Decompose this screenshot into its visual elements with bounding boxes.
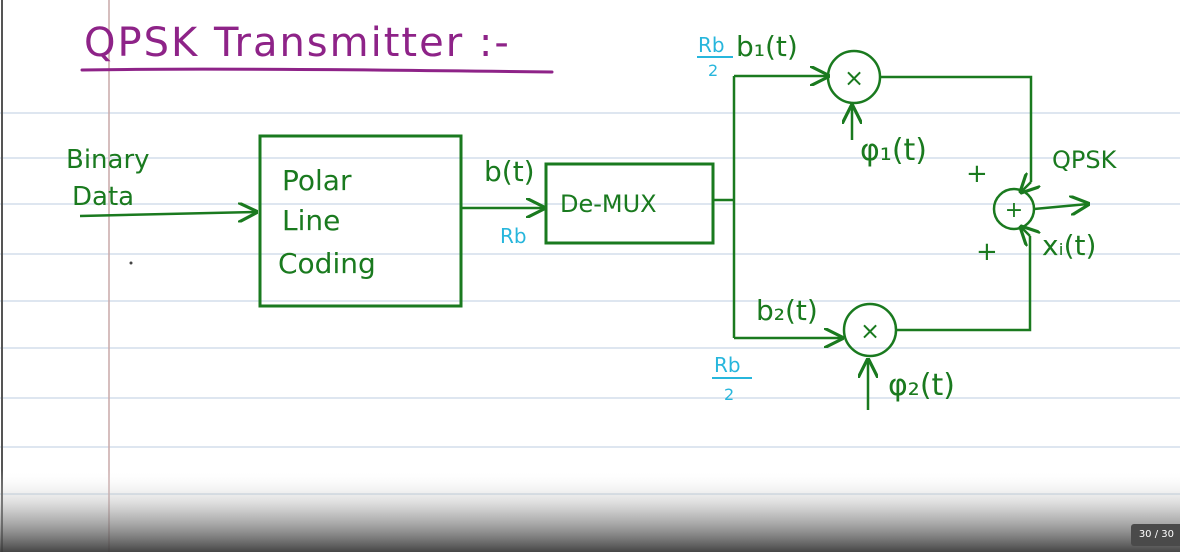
bitstream-signal-label: b(t) bbox=[484, 155, 535, 188]
upper-multiplier-symbol: × bbox=[844, 64, 864, 92]
page-counter: 30 / 30 bbox=[1130, 524, 1180, 546]
lower-carrier-label: φ₂(t) bbox=[888, 368, 955, 403]
input-label-line1: Binary bbox=[66, 145, 150, 175]
output-signal-label: xᵢ(t) bbox=[1042, 229, 1096, 262]
bitstream-rate-label: Rb bbox=[500, 224, 527, 248]
video-footer-shade bbox=[0, 470, 1180, 552]
output-arrow bbox=[1033, 204, 1088, 209]
stray-dot bbox=[129, 261, 133, 265]
lower-sum-sign: + bbox=[976, 237, 998, 267]
demux-label: De-MUX bbox=[560, 190, 657, 218]
demux-block bbox=[544, 162, 715, 245]
lower-multiplier-symbol: × bbox=[860, 317, 880, 345]
upper-sum-sign: + bbox=[966, 159, 988, 189]
lower-to-adder-wire bbox=[896, 236, 1032, 332]
input-arrow bbox=[79, 212, 256, 216]
upper-rate-numerator: Rb bbox=[698, 33, 725, 57]
upper-signal-label: b₁(t) bbox=[736, 30, 798, 63]
encoder-label-line1: Polar bbox=[282, 164, 352, 197]
ruled-lines bbox=[0, 112, 1180, 495]
polar-line-coding-block bbox=[258, 134, 463, 308]
adder-symbol: + bbox=[1005, 198, 1023, 223]
upper-rate-denominator: 2 bbox=[708, 61, 718, 80]
lower-rate-numerator: Rb bbox=[714, 353, 741, 377]
title-underline bbox=[80, 67, 554, 74]
encoder-label-line3: Coding bbox=[278, 247, 376, 280]
page-title: QPSK Transmitter :- bbox=[84, 20, 511, 66]
encoder-label-line2: Line bbox=[282, 204, 340, 237]
input-label-line2: Data bbox=[72, 182, 134, 212]
upper-to-adder-wire bbox=[880, 75, 1033, 182]
lower-rate-denominator: 2 bbox=[724, 385, 734, 404]
output-name-label: QPSK bbox=[1052, 146, 1118, 174]
lower-signal-label: b₂(t) bbox=[756, 294, 818, 327]
lower-to-adder-arrow bbox=[1021, 227, 1030, 236]
upper-carrier-label: φ₁(t) bbox=[860, 133, 927, 168]
